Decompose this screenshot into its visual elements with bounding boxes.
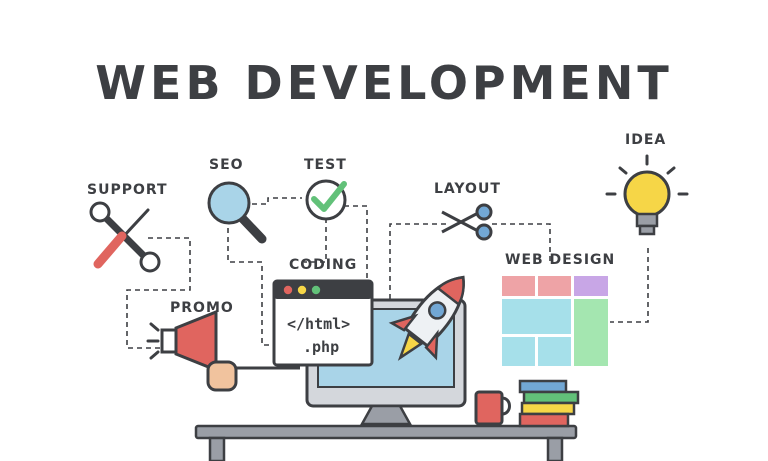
megaphone-icon (146, 309, 218, 373)
label-web-design: WEB DESIGN (505, 252, 616, 268)
hand (206, 360, 300, 392)
label-promo: PROMO (170, 300, 234, 316)
code-line-php: .php (303, 338, 340, 356)
rocket-icon (388, 275, 465, 361)
mug-icon (474, 390, 511, 426)
scissors-icon (441, 203, 493, 241)
page-title: WEB DEVELOPMENT (95, 56, 673, 110)
book-stack (518, 379, 580, 428)
code-line-html: </html> (287, 315, 351, 333)
magnifier-icon (207, 181, 267, 244)
web-design-grid (502, 276, 608, 366)
label-seo: SEO (209, 157, 244, 173)
label-layout: LAYOUT (434, 181, 501, 197)
label-coding: CODING (289, 257, 358, 273)
dashed-connectors (126, 197, 649, 349)
code-window (272, 279, 374, 367)
lightbulb-icon (605, 154, 689, 236)
desk (194, 424, 578, 461)
label-support: SUPPORT (87, 182, 168, 198)
checkmark-icon (305, 179, 347, 221)
wrench-screwdriver-icon (89, 201, 161, 273)
label-idea: IDEA (625, 132, 667, 148)
label-test: TEST (304, 157, 347, 173)
